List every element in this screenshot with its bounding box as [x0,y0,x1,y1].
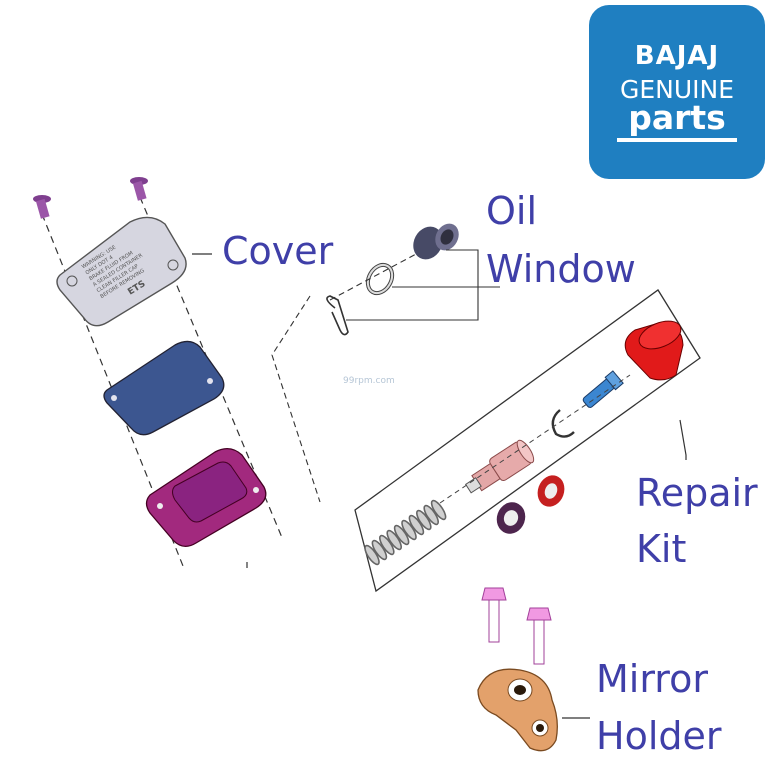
rubber-gasket [103,340,225,436]
spring-coil [430,499,447,521]
label-holder: Holder [596,714,722,758]
logo-parts: parts [628,98,726,137]
circlip [551,409,575,438]
spring-coil [401,519,417,541]
spring-coil [423,504,439,526]
spring-coil [408,514,425,536]
spring-coil [386,529,402,551]
retaining-clip [326,295,349,336]
repair-kit-leader-line [679,419,687,460]
dust-boot [624,320,684,381]
repair-kit-outline [354,289,701,593]
oil-window-guide-lines [271,249,500,503]
screw-left [33,195,51,219]
mirror-holder-clamp [477,668,558,752]
spring [364,499,447,566]
label-mirror: Mirror [596,657,708,701]
label-repair: Repair [636,471,758,515]
spring-coil [416,509,432,531]
repair-kit-axis [439,374,631,504]
spring-coil [364,544,380,566]
label-oil: Oil [486,189,538,233]
label-cover: Cover [222,229,334,273]
bolt-left [481,587,507,643]
sight-glass-grommet [413,223,459,260]
watermark: 99rpm.com [343,376,395,386]
spring-coil [393,524,410,546]
secondary-seal [537,475,565,507]
push-rod [582,370,624,408]
piston [464,439,535,494]
bajaj-genuine-parts-logo: BAJAJ GENUINE parts [589,5,765,179]
spring-coil [371,539,388,561]
bolt-right [526,607,552,665]
screw-right [130,177,148,201]
diaphragm-plate [145,448,267,547]
sight-glass-washer [365,262,395,296]
primary-seal [496,502,526,534]
logo-brand: BAJAJ [634,41,720,71]
spring-coil [379,534,395,556]
label-kit: Kit [636,527,687,571]
label-window: Window [486,247,636,291]
logo-genuine: GENUINE [619,75,735,104]
logo-underline [617,138,737,142]
